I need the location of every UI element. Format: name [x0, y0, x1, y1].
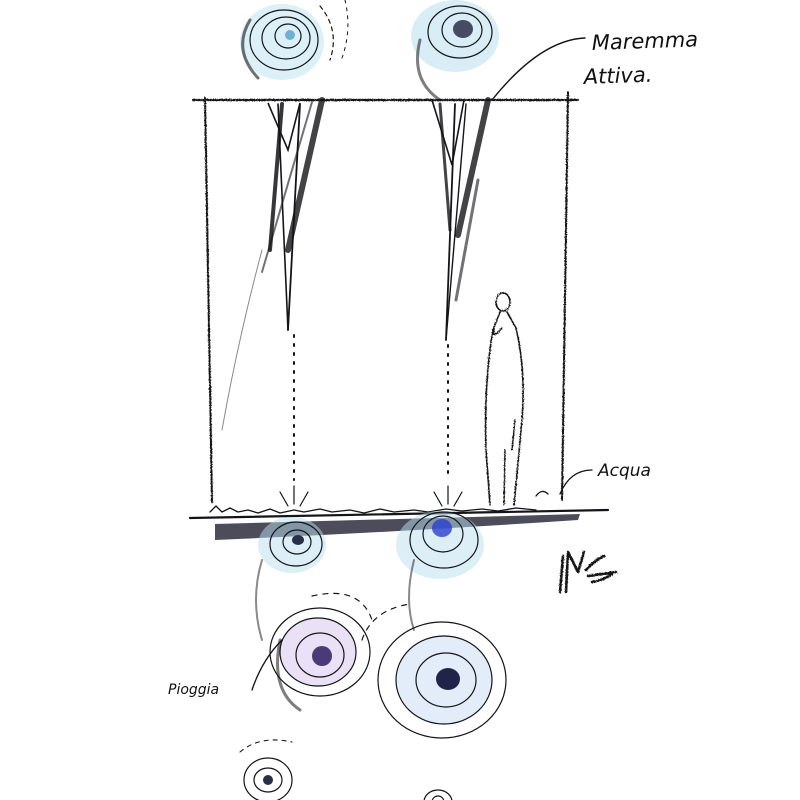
- annotation-bottom-left: Pioggia: [168, 682, 219, 698]
- leader-line-bottom: [251, 639, 283, 691]
- right-hanging-wedge: [431, 97, 491, 481]
- top-center-spiral-icon: [411, 0, 499, 102]
- ground-slab: [188, 485, 610, 540]
- leader-line-top: [491, 37, 586, 101]
- elevation-frame: [191, 91, 580, 503]
- ground-spiral-right-icon: [396, 511, 484, 631]
- human-figure-icon: [484, 292, 524, 506]
- top-left-spiral-icon: [240, 0, 349, 80]
- annotation-top-right-line2: Attiva.: [581, 63, 652, 89]
- annotation-top-right-line1: Maremma: [591, 27, 698, 55]
- lower-right-spiral-icon: [361, 603, 507, 739]
- bottom-left-spiral-icon: [239, 739, 293, 800]
- leader-line-ground: [559, 469, 593, 495]
- annotation-ground-right: Acqua: [597, 461, 651, 481]
- ground-spiral-left-icon: [255, 517, 326, 641]
- left-hanging-wedge: [221, 97, 325, 481]
- bottom-right-spiral-icon: [423, 789, 453, 800]
- lower-left-spiral-icon: [269, 592, 373, 712]
- signature-mark: [558, 550, 618, 594]
